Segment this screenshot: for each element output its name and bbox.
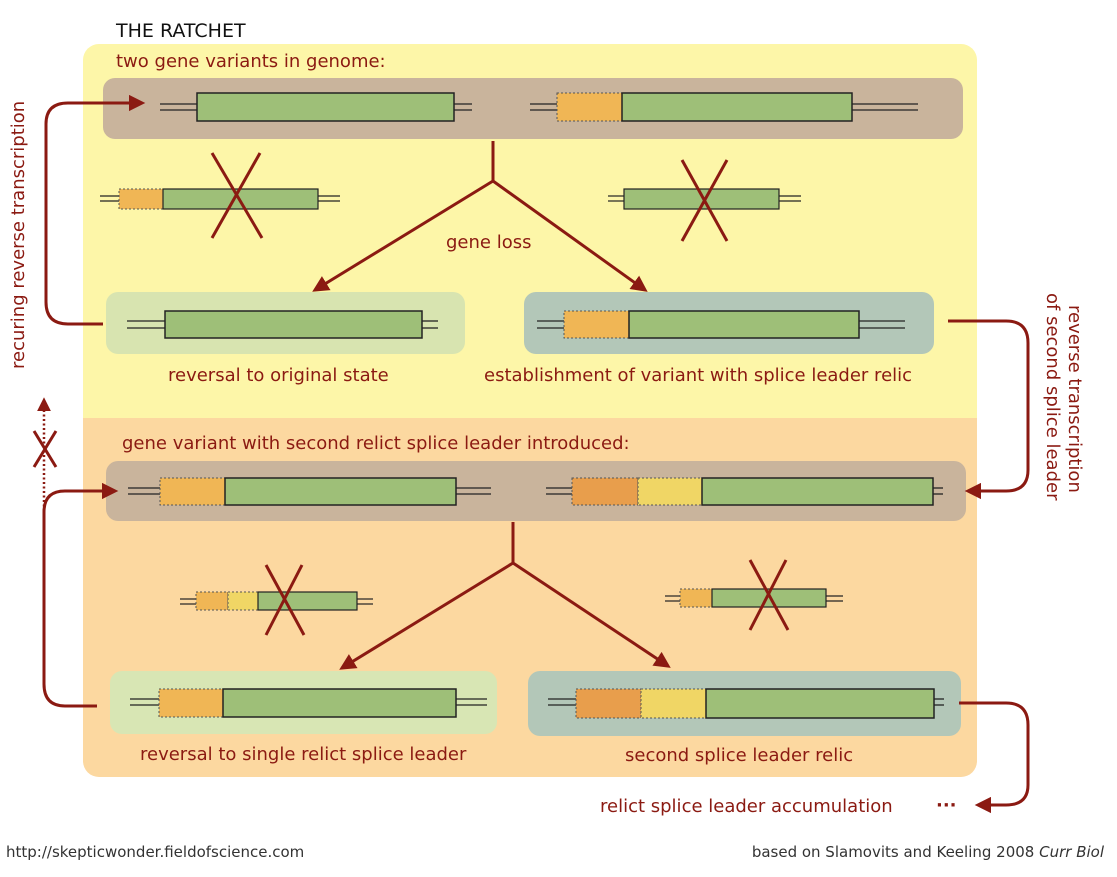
label-establishment: establishment of variant with splice lea…: [484, 365, 912, 386]
footer-citation-journal: Curr Biol: [1039, 843, 1105, 861]
footer-citation: based on Slamovits and Keeling 2008 Curr…: [752, 843, 1105, 861]
accumulation-arrow: [959, 701, 1030, 814]
gene-leader-genome-top: [530, 92, 918, 122]
gene-leader-genome-bottom: [128, 477, 491, 506]
gene-reversal-single: [130, 688, 487, 718]
diagram-title: THE RATCHET: [115, 20, 246, 42]
side-label-left: recuring reverse transcription: [8, 101, 29, 369]
gene-loss-label: gene loss: [446, 232, 531, 253]
loss-cross-icon: [264, 564, 306, 636]
footer-url: http://skepticwonder.fieldofscience.com: [6, 843, 304, 861]
gene-establishment: [537, 310, 905, 339]
loss-cross-icon: [210, 152, 264, 239]
gene-reversal-original: [127, 310, 438, 339]
gene-lost-left-bottom: [180, 591, 373, 611]
blocked-cross-icon: [32, 430, 58, 468]
side-label-right-line1: reverse transcription: [1064, 305, 1085, 493]
accumulation-label: relict splice leader accumulation: [600, 796, 893, 817]
gene-loss-branch-top: [312, 141, 648, 292]
genome-bar-bottom: [106, 461, 966, 521]
label-second-relic: second splice leader relic: [625, 745, 853, 766]
top-heading: two gene variants in genome:: [116, 51, 386, 72]
side-label-right-line2: of second splice leader: [1042, 293, 1063, 501]
gene-loss-branch-bottom: [339, 522, 671, 670]
loss-cross-icon: [680, 159, 729, 242]
gene-plain-genome-top: [160, 92, 472, 122]
panel-seam: [83, 418, 977, 440]
gene-lost-left-top: [100, 188, 340, 210]
gene-second-relic: [548, 688, 944, 719]
loop-arrow-bottom-left: [42, 482, 119, 708]
loss-cross-icon: [748, 559, 790, 631]
gene-lost-right-top: [608, 188, 801, 210]
footer-citation-prefix: based on Slamovits and Keeling 2008: [752, 843, 1039, 861]
label-reversal-single: reversal to single relict splice leader: [140, 744, 467, 765]
loop-arrow-top-left: [44, 94, 146, 326]
gene-two-leaders-genome-bottom: [546, 477, 943, 506]
bottom-heading: gene variant with second relict splice l…: [122, 433, 630, 454]
loop-arrow-right: [948, 319, 1030, 500]
accumulation-dots: ···: [936, 795, 957, 816]
gene-lost-right-bottom: [665, 588, 843, 608]
label-reversal-original: reversal to original state: [168, 365, 389, 386]
